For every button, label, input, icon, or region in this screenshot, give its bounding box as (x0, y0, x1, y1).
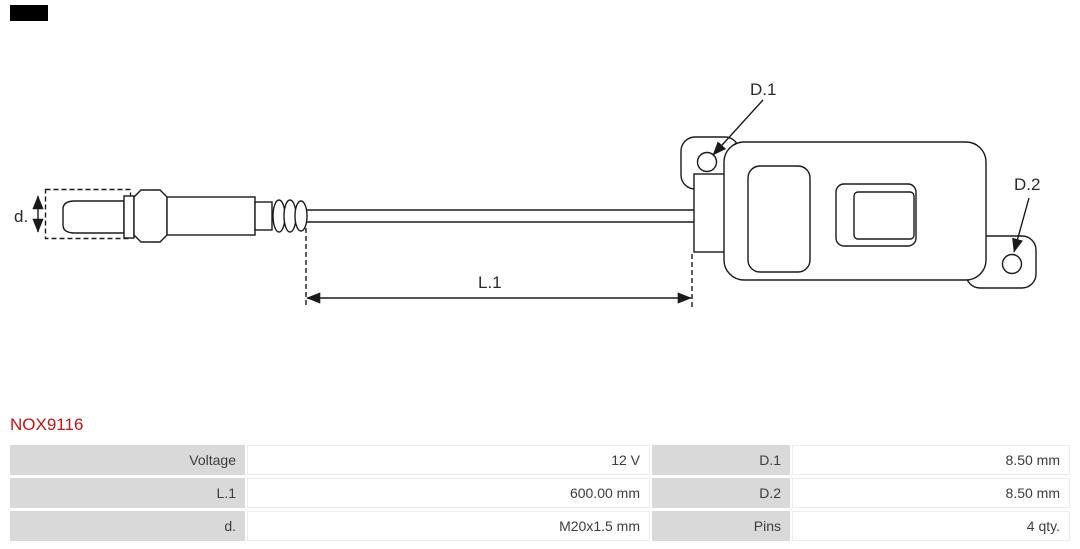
probe-dashed-box (44, 188, 132, 240)
specs-table: Voltage 12 V D.1 8.50 mm L.1 600.00 mm D… (10, 445, 1070, 541)
spec-label-cell: D.1 (652, 445, 790, 475)
mount-hole-d1 (696, 151, 718, 173)
probe-tip (62, 200, 125, 234)
spec-label-cell: Pins (652, 511, 790, 541)
probe-body (166, 196, 256, 236)
spec-value-cell: M20x1.5 mm (247, 511, 650, 541)
d2-callout-arrow (1012, 197, 1030, 253)
spec-value-cell: 12 V (247, 445, 650, 475)
spec-value-cell: 8.50 mm (792, 445, 1070, 475)
strain-relief-rib (272, 199, 286, 233)
strain-relief-rib (283, 199, 297, 233)
spec-value-cell: 8.50 mm (792, 478, 1070, 508)
brand-logo (10, 5, 48, 21)
callout-label-d1: D.1 (750, 80, 776, 99)
probe-flange (123, 195, 135, 239)
part-diagram: d. L.1 D.1 D.2 (14, 80, 1040, 308)
callout-label-d2: D.2 (1014, 175, 1040, 194)
diagram-labels: d. L.1 D.1 D.2 (14, 80, 1040, 292)
strain-relief-rib (294, 200, 308, 232)
mount-hole-d2 (1001, 253, 1023, 275)
spec-value-cell: 4 qty. (792, 511, 1070, 541)
sensor-drawing (32, 99, 1037, 308)
dimension-label-l1: L.1 (478, 273, 502, 292)
dimension-label-d: d. (14, 207, 28, 226)
hex-nut (133, 189, 168, 243)
part-number: NOX9116 (10, 415, 84, 434)
control-unit-inner-block (747, 165, 811, 273)
spec-label-cell: d. (10, 511, 245, 541)
spec-label-cell: Voltage (10, 445, 245, 475)
d1-callout-arrow (712, 99, 764, 156)
spec-label-cell: L.1 (10, 478, 245, 508)
spec-value-cell: 600.00 mm (247, 478, 650, 508)
spec-label-cell: D.2 (652, 478, 790, 508)
probe-neck (254, 201, 273, 231)
connector-inner (853, 191, 915, 240)
